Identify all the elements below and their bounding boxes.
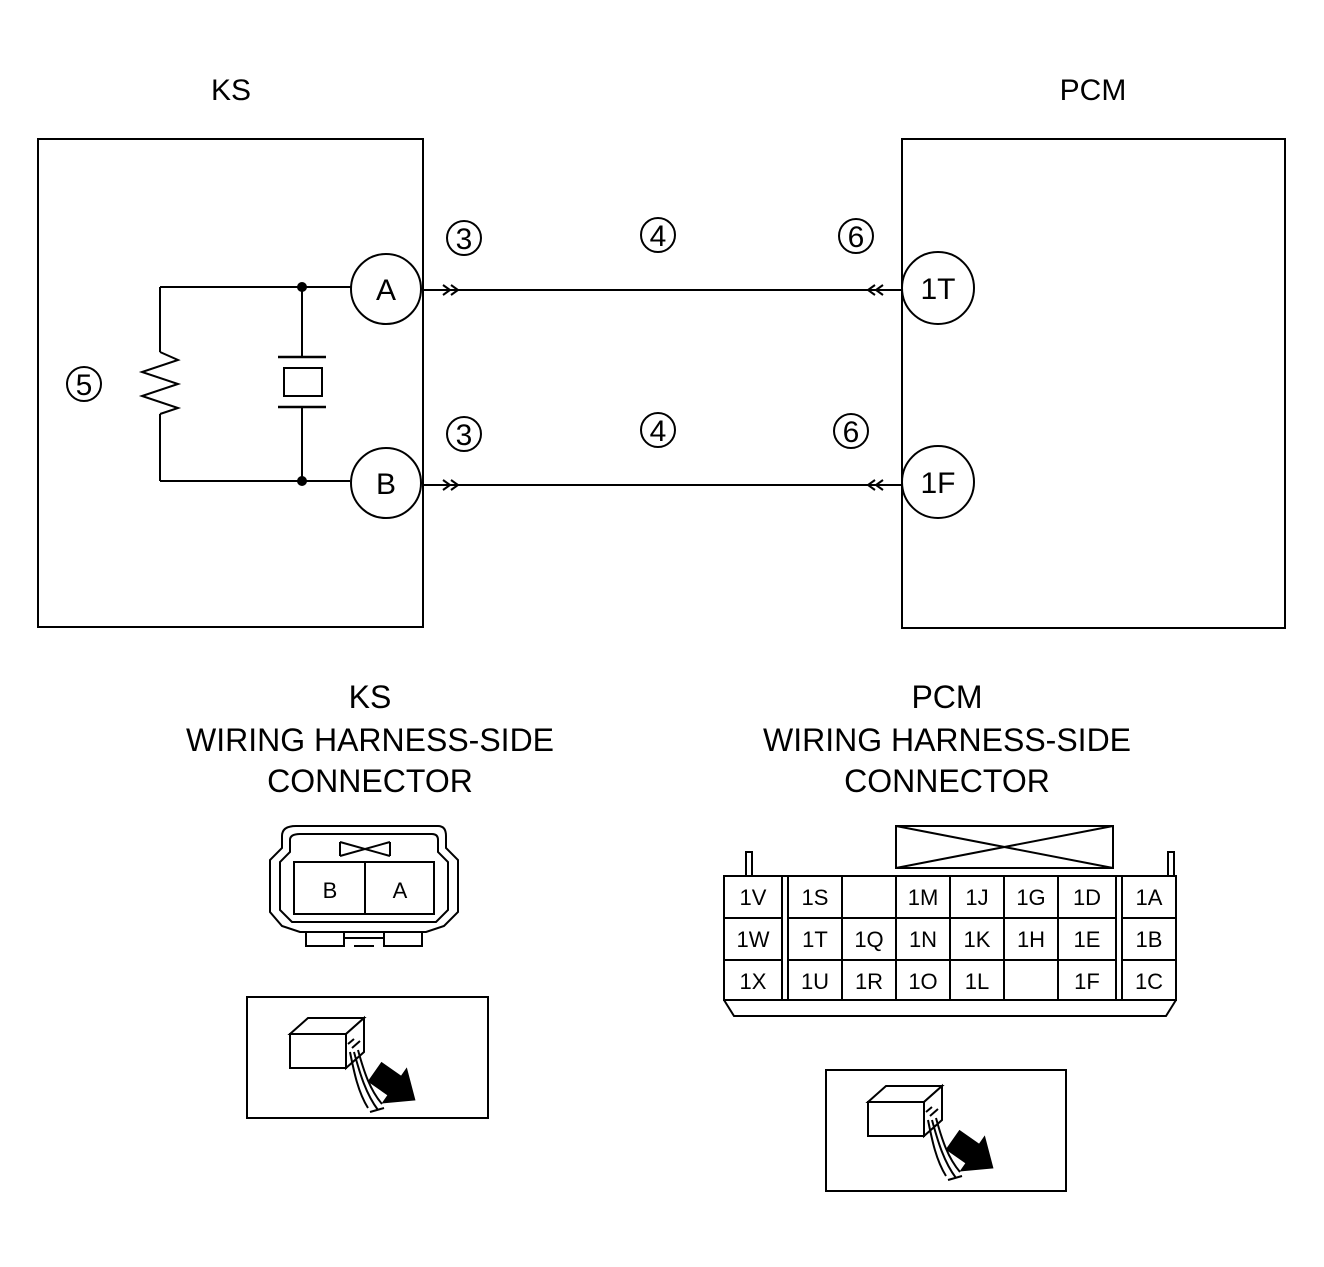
wire-b-to-1f [423, 479, 902, 491]
pcm-title: PCM [1060, 74, 1127, 107]
pcm-pin-cell [1121, 959, 1177, 1001]
ks-title: KS [211, 74, 251, 107]
pcm-pin-label: 1V [740, 885, 767, 910]
callout-3-top: 3 [446, 220, 482, 256]
pcm-connector-face: 1V 1S 1M 1J 1G 1D 1A 1W 1T 1Q 1N 1K 1H 1E 1B 1X 1U 1R 1O 1L… [723, 825, 1177, 1017]
svg-text:3: 3 [456, 223, 473, 256]
pcm-pin-label: 1R [855, 969, 883, 994]
wire-a-to-1t [423, 284, 902, 296]
ks-box [37, 138, 424, 628]
svg-text:5: 5 [76, 369, 93, 402]
svg-text:CONNECTOR: CONNECTOR [844, 763, 1050, 799]
pcm-pin-label: 1M [908, 885, 939, 910]
svg-text:1F: 1F [920, 467, 955, 500]
svg-text:WIRING HARNESS-SIDE: WIRING HARNESS-SIDE [763, 722, 1131, 758]
svg-text:WIRING HARNESS-SIDE: WIRING HARNESS-SIDE [186, 722, 554, 758]
ks-connector-title: KS WIRING HARNESS-SIDE CONNECTOR [186, 679, 554, 799]
pcm-pin-label: 1K [964, 927, 991, 952]
svg-text:4: 4 [650, 220, 667, 253]
pcm-pin-label: 1W [737, 927, 770, 952]
pcm-pin-label: 1S [802, 885, 829, 910]
svg-text:CONNECTOR: CONNECTOR [267, 763, 473, 799]
pcm-pin-label: 1C [1135, 969, 1163, 994]
pcm-pin-label: 1B [1136, 927, 1163, 952]
svg-text:4: 4 [650, 415, 667, 448]
resistor-symbol [138, 351, 182, 415]
pcm-pin-label: 1J [965, 885, 988, 910]
pcm-pin-label: 1L [965, 969, 989, 994]
pcm-pin-label: 1G [1016, 885, 1045, 910]
callout-6-bottom: 6 [833, 413, 869, 449]
callout-3-bottom: 3 [446, 416, 482, 452]
pcm-pin-grid: 1V 1S 1M 1J 1G 1D 1A 1W 1T 1Q 1N 1K 1H 1E 1B 1X 1U 1R 1O 1L… [723, 875, 1177, 1001]
svg-text:B: B [376, 468, 396, 501]
ks-internal-circuit [138, 282, 352, 486]
ks-terminal-a: A [350, 253, 422, 325]
svg-text:1T: 1T [920, 273, 955, 306]
piezo-element-symbol [283, 367, 323, 397]
svg-text:KS: KS [349, 679, 392, 715]
pcm-pin-label: 1U [801, 969, 829, 994]
pcm-pin-cell [1057, 959, 1117, 1001]
svg-text:A: A [376, 274, 396, 307]
pcm-box [901, 138, 1286, 629]
ks-connector-terminal-b: B [323, 878, 338, 903]
pcm-pin-label: 1A [1136, 885, 1163, 910]
pcm-pin-label: 1D [1073, 885, 1101, 910]
ks-connector-terminal-a: A [393, 878, 408, 903]
pcm-terminal-1t: 1T [901, 251, 975, 325]
ks-terminal-b: B [350, 447, 422, 519]
pcm-pin-label: 1N [909, 927, 937, 952]
ks-connector-view-icon [246, 996, 489, 1120]
svg-text:6: 6 [848, 221, 865, 254]
pcm-pin-cell [723, 959, 783, 1001]
pcm-pin-label: 1H [1017, 927, 1045, 952]
svg-text:PCM: PCM [911, 679, 982, 715]
callout-6-top: 6 [838, 218, 874, 254]
ks-connector-face: B A [269, 825, 459, 947]
pcm-pin-label: 1E [1074, 927, 1101, 952]
pcm-pin-label: 1O [908, 969, 937, 994]
svg-text:3: 3 [456, 419, 473, 452]
callout-4-top: 4 [640, 217, 676, 253]
callout-5: 5 [66, 366, 102, 402]
pcm-pin-label: 1X [740, 969, 767, 994]
pcm-terminal-1f: 1F [901, 445, 975, 519]
pcm-connector-view-icon [825, 1069, 1067, 1192]
pcm-pin-label: 1F [1074, 969, 1100, 994]
callout-4-bottom: 4 [640, 412, 676, 448]
pcm-pin-label: 1T [802, 927, 828, 952]
pcm-connector-title: PCM WIRING HARNESS-SIDE CONNECTOR [763, 679, 1131, 799]
svg-text:6: 6 [843, 416, 860, 449]
pcm-pin-label: 1Q [854, 927, 883, 952]
pcm-pin-cell [949, 959, 1005, 1001]
